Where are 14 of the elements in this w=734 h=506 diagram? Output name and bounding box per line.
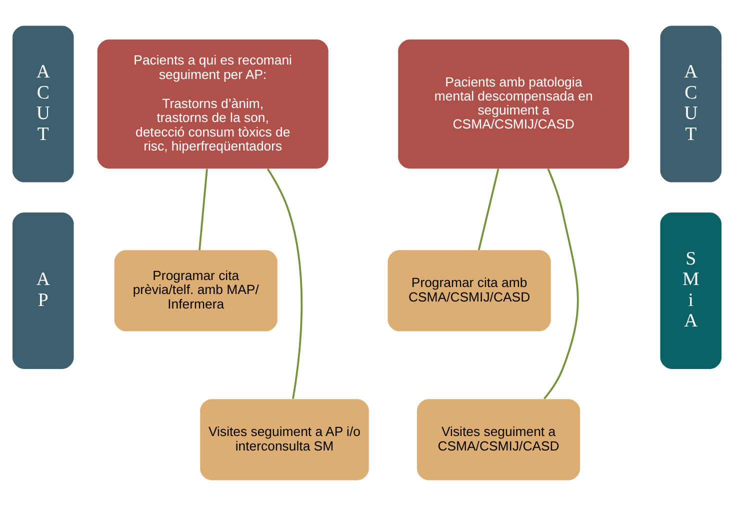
node-box: S M i A <box>660 212 722 369</box>
node-box: Programar cita amb CSMA/CSMIJ/CASD <box>388 250 551 332</box>
node-box: Pacients amb patologia mental descompensada en seguiment a CSMA/CSMIJ/CASD <box>398 39 630 169</box>
node-box: A C U T <box>12 26 74 182</box>
node-box: Pacients a qui es recomani seguiment per AP: Trastorns d’ànim, trastorns de la son, detecció consum tòxics de risc, hiperfreqüentadors <box>97 39 328 169</box>
node-box: Visites seguiment a AP i/o interconsulta SM <box>200 399 369 480</box>
node-box: A C U T <box>660 26 722 182</box>
node-box: Programar cita prèvia/telf. amb MAP/ Infermera <box>114 250 278 332</box>
connector <box>478 168 500 250</box>
connector <box>266 168 303 399</box>
node-box: A P <box>12 212 74 369</box>
connector <box>198 168 208 250</box>
connector <box>544 168 579 400</box>
node-box: Visites seguiment a CSMA/CSMIJ/CASD <box>416 399 580 480</box>
